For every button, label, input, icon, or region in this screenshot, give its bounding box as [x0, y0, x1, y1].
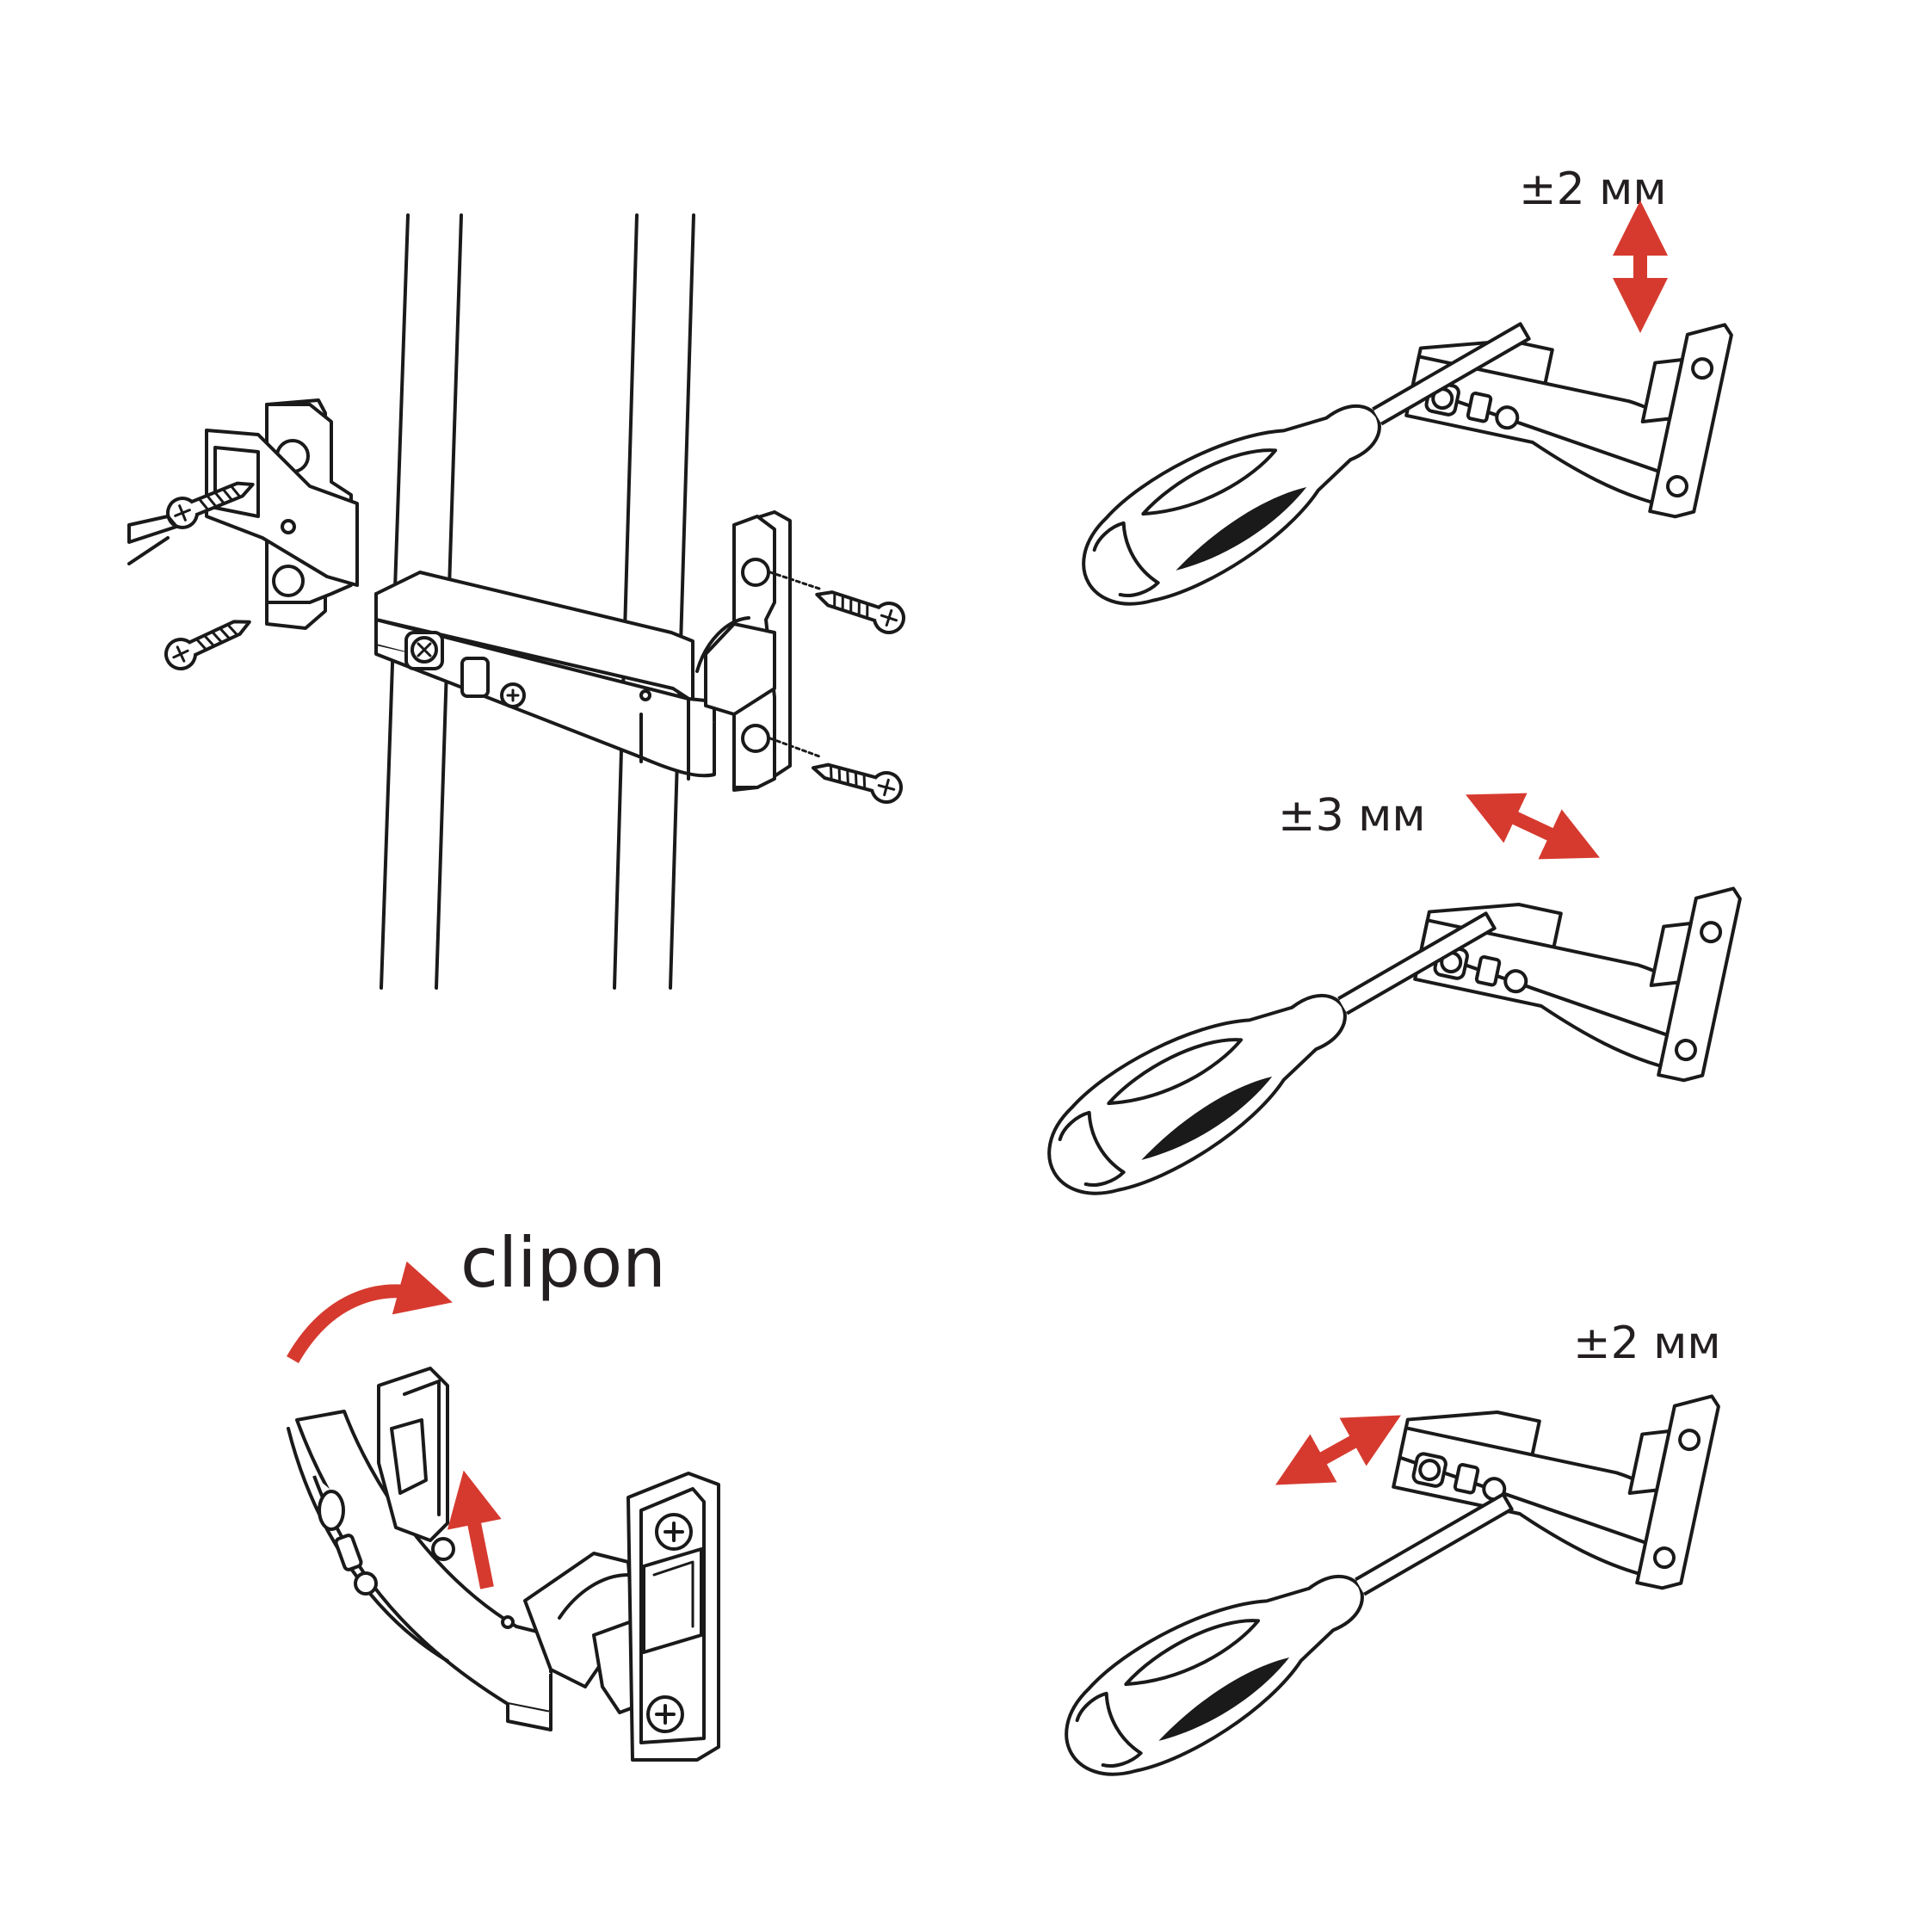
panel-adjust-height: ±2 мм	[1058, 164, 1735, 635]
wing-screw-bottom	[807, 751, 906, 807]
adj-top-label: ±2 мм	[1519, 164, 1667, 215]
arrow-icon	[287, 1261, 453, 1364]
wing-screw-top	[811, 578, 910, 639]
panel-adjust-depth: ±3 мм	[1023, 790, 1744, 1225]
arrow-icon	[1275, 1415, 1401, 1485]
adj-middle-label: ±3 мм	[1278, 790, 1426, 842]
arrow-icon	[447, 1470, 502, 1589]
screwdriver-icon	[127, 515, 178, 565]
hinge-icon	[1395, 262, 1735, 522]
mounting-plate-icon	[205, 398, 359, 630]
panel-clipon: clipon	[287, 1223, 720, 1762]
panel-mounting	[127, 213, 910, 990]
hinge-icon	[1404, 825, 1744, 1086]
screwdriver-icon	[1058, 279, 1556, 635]
screw-icon	[159, 607, 257, 676]
hinge-icon	[374, 571, 716, 781]
screwdriver-icon	[1040, 1449, 1539, 1805]
panel-adjust-side: ±2 мм	[1040, 1318, 1722, 1805]
clip-label: clipon	[460, 1223, 666, 1303]
hinge-wing-plate	[695, 510, 792, 792]
arrow-icon	[1466, 793, 1600, 860]
adj-bottom-label: ±2 мм	[1573, 1318, 1721, 1369]
plate-screws	[127, 469, 260, 676]
hinge-icon	[287, 1367, 720, 1762]
